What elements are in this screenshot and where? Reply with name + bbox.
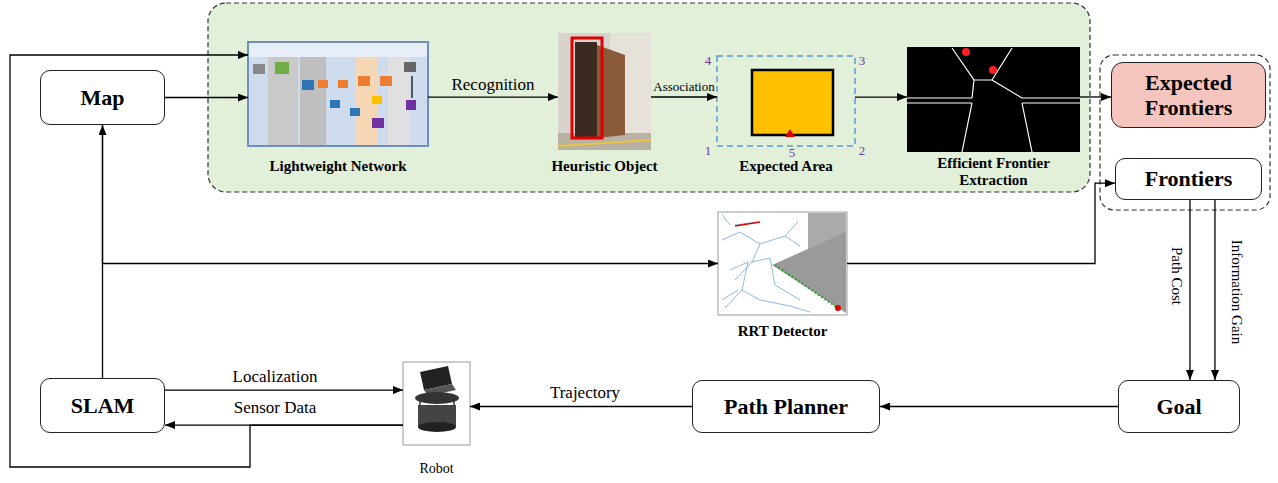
frontier-figure: Efficient Frontier Extraction (907, 47, 1080, 152)
network-picture (248, 42, 428, 146)
connector-arrow (10, 55, 403, 467)
connector-arrow (103, 125, 719, 264)
node-label: Path Planner (724, 394, 848, 419)
figure-caption: Heuristic Object (551, 158, 657, 175)
rrt-picture (718, 212, 847, 315)
connector-arrow (847, 183, 1115, 263)
process-box: Goal (1118, 380, 1240, 433)
connector-arrow (102, 125, 103, 378)
callout-number: 3 (859, 54, 866, 67)
callout-number: 1 (705, 144, 712, 157)
frontier-group (1100, 55, 1270, 210)
process-box: Frontiers (1115, 158, 1262, 200)
connector-arrow (470, 406, 692, 407)
connector-arrow (1189, 200, 1190, 380)
connector-arrow (428, 96, 558, 97)
highlight-box: Expected Frontiers (1111, 62, 1266, 128)
edge-label: Trajectory (550, 384, 620, 401)
expected-area-sketch (717, 56, 855, 146)
figure-caption: Efficient Frontier Extraction (919, 155, 1069, 190)
connector-arrow (165, 389, 403, 390)
connector-arrow (1214, 200, 1215, 380)
edge-label: Information Gain (1229, 240, 1244, 345)
network-figure: Lightweight Network (248, 42, 428, 146)
callout-number: 4 (705, 54, 712, 67)
robot-figure: Robot (403, 362, 470, 445)
module-region (208, 3, 1090, 192)
node-label: Frontiers (1145, 166, 1233, 191)
process-box: Path Planner (692, 380, 880, 433)
edge-label: Association (653, 80, 714, 93)
callout-number: 2 (859, 144, 866, 157)
frontier-map (907, 47, 1080, 152)
connector-arrow (165, 424, 403, 425)
connector-arrow (880, 406, 1118, 407)
process-box: SLAM (40, 378, 165, 433)
figure-caption: RRT Detector (738, 323, 828, 340)
figure-caption: Lightweight Network (269, 158, 406, 175)
rrt-figure: RRT Detector (718, 212, 847, 315)
edge-label: Localization (233, 368, 318, 385)
connector-arrow (651, 96, 717, 97)
figure-caption: Robot (419, 461, 453, 477)
edge-label: Path Cost (1169, 247, 1184, 305)
process-box: Map (40, 70, 165, 125)
connector-arrow (165, 97, 248, 98)
photo-figure: Heuristic Object (558, 33, 651, 150)
node-label: Goal (1156, 394, 1201, 419)
edge-label: Recognition (451, 76, 534, 93)
robot-picture (403, 362, 470, 445)
edge-label: Sensor Data (234, 399, 317, 416)
node-label: Expected Frontiers (1117, 70, 1260, 121)
door-photo (558, 33, 651, 150)
figure-caption: Expected Area (739, 158, 832, 175)
node-label: SLAM (71, 393, 135, 418)
connector-arrow (1080, 96, 1111, 97)
connector-arrow (855, 96, 907, 97)
area-figure: Expected Area (717, 56, 855, 146)
node-label: Map (81, 85, 125, 110)
callout-number: 5 (789, 146, 796, 159)
